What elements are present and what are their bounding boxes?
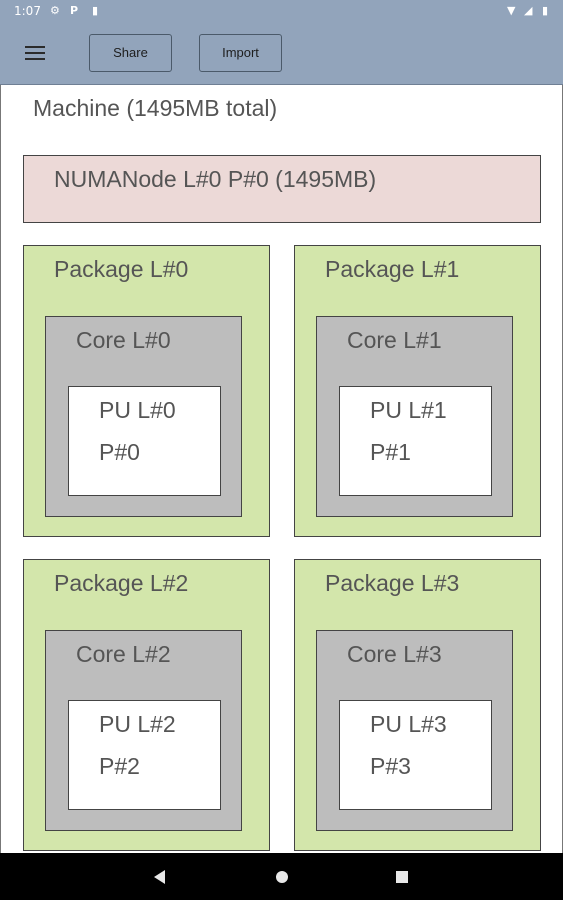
core-1: Core L#1 PU L#1 P#1 xyxy=(316,316,513,517)
core-label: Core L#3 xyxy=(347,641,442,667)
package-label: Package L#3 xyxy=(325,570,460,596)
pu-1: PU L#1 P#1 xyxy=(339,386,492,496)
package-label: Package L#2 xyxy=(54,570,189,596)
sd-card-icon: ▮ xyxy=(92,4,99,17)
toolbar: Share Import xyxy=(0,24,563,85)
pu-physical-label: P#2 xyxy=(99,753,140,779)
import-button[interactable]: Import xyxy=(199,34,282,72)
recents-icon[interactable] xyxy=(396,871,408,883)
menu-icon[interactable] xyxy=(25,46,45,60)
pu-label: PU L#1 xyxy=(370,397,447,423)
pu-physical-label: P#0 xyxy=(99,439,140,465)
signal-icon: ◢ xyxy=(524,4,533,17)
core-label: Core L#1 xyxy=(347,327,442,353)
pu-2: PU L#2 P#2 xyxy=(68,700,221,810)
share-button[interactable]: Share xyxy=(89,34,172,72)
p-icon: P xyxy=(70,4,79,17)
status-time: 1:07 xyxy=(14,4,41,18)
machine-label: Machine (1495MB total) xyxy=(33,95,278,121)
pu-label: PU L#0 xyxy=(99,397,176,423)
topology-view[interactable]: Machine (1495MB total) NUMANode L#0 P#0 … xyxy=(0,85,563,853)
pu-label: PU L#3 xyxy=(370,711,447,737)
back-icon[interactable] xyxy=(154,870,165,884)
wifi-icon: ▼ xyxy=(507,4,516,17)
pu-0: PU L#0 P#0 xyxy=(68,386,221,496)
status-bar: 1:07 ⚙ P ▮ ▼ ◢ ▮ xyxy=(0,0,563,24)
home-icon[interactable] xyxy=(276,871,288,883)
package-1: Package L#1 Core L#1 PU L#1 P#1 xyxy=(294,245,541,537)
numa-node: NUMANode L#0 P#0 (1495MB) xyxy=(23,155,541,223)
pu-label: PU L#2 xyxy=(99,711,176,737)
core-3: Core L#3 PU L#3 P#3 xyxy=(316,630,513,831)
package-3: Package L#3 Core L#3 PU L#3 P#3 xyxy=(294,559,541,851)
core-2: Core L#2 PU L#2 P#2 xyxy=(45,630,242,831)
package-2: Package L#2 Core L#2 PU L#2 P#2 xyxy=(23,559,270,851)
battery-icon: ▮ xyxy=(542,4,549,17)
package-label: Package L#1 xyxy=(325,256,460,282)
pu-3: PU L#3 P#3 xyxy=(339,700,492,810)
pu-physical-label: P#3 xyxy=(370,753,411,779)
package-0: Package L#0 Core L#0 PU L#0 P#0 xyxy=(23,245,270,537)
gear-icon: ⚙ xyxy=(50,4,60,17)
package-label: Package L#0 xyxy=(54,256,189,282)
pu-physical-label: P#1 xyxy=(370,439,411,465)
core-label: Core L#0 xyxy=(76,327,171,353)
numa-label: NUMANode L#0 P#0 (1495MB) xyxy=(54,166,377,192)
core-label: Core L#2 xyxy=(76,641,171,667)
core-0: Core L#0 PU L#0 P#0 xyxy=(45,316,242,517)
navigation-bar xyxy=(0,853,563,900)
